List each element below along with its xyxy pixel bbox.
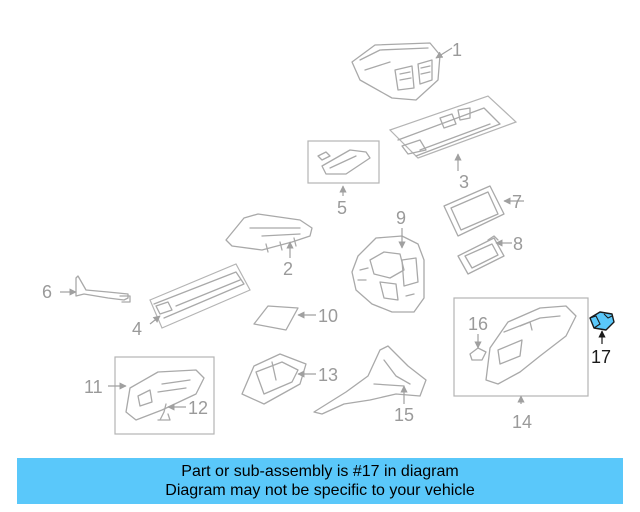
- part-10-pad[interactable]: [253, 305, 299, 331]
- banner-line-1: Part or sub-assembly is #17 in diagram: [181, 463, 459, 480]
- parts-diagram: 1 3 5 7 8 2: [42, 40, 615, 435]
- part-16-clip[interactable]: [469, 347, 487, 361]
- banner-line-2: Diagram may not be specific to your vehi…: [165, 482, 475, 499]
- callout-4: 4: [132, 319, 142, 339]
- callout-12: 12: [188, 398, 208, 418]
- callout-14: 14: [512, 412, 532, 432]
- frame-part-11: [114, 356, 215, 435]
- part-14-console-side-panel[interactable]: [485, 305, 577, 385]
- callout-9: 9: [396, 208, 406, 228]
- callout-16: 16: [468, 314, 488, 334]
- part-6-support-rod[interactable]: [75, 275, 131, 303]
- part-8-small-bezel[interactable]: [457, 235, 505, 275]
- callout-11: 11: [84, 377, 103, 397]
- callout-3: 3: [459, 172, 469, 192]
- callout-10: 10: [318, 306, 338, 326]
- part-7-display-bezel[interactable]: [443, 185, 505, 237]
- callout-13: 13: [318, 365, 338, 385]
- info-banner: Part or sub-assembly is #17 in diagram D…: [17, 458, 623, 504]
- part-17-highlighted-component[interactable]: [589, 311, 615, 331]
- part-13-storage-bin[interactable]: [241, 353, 307, 405]
- part-2-lower-dash-panel[interactable]: [225, 213, 313, 253]
- callout-5: 5: [337, 198, 347, 218]
- callout-1: 1: [452, 40, 462, 60]
- part-12-glove-box-latch[interactable]: [157, 403, 171, 421]
- part-9-center-support-bracket[interactable]: [351, 235, 425, 313]
- callout-6: 6: [42, 282, 52, 302]
- callout-8: 8: [513, 234, 523, 254]
- callout-2: 2: [283, 259, 293, 279]
- part-4-knee-trim-panel[interactable]: [149, 263, 251, 329]
- callout-15: 15: [394, 405, 414, 425]
- part-3-dash-trim-panel[interactable]: [388, 95, 518, 159]
- part-1-vent-bezel[interactable]: [351, 42, 441, 101]
- part-15-side-trim-panel[interactable]: [313, 345, 427, 415]
- part-11-glove-box[interactable]: [125, 369, 205, 421]
- callout-17: 17: [591, 347, 611, 367]
- frame-part-5: [307, 140, 380, 184]
- callout-7: 7: [512, 192, 522, 212]
- part-5-cover-panel[interactable]: [317, 149, 371, 175]
